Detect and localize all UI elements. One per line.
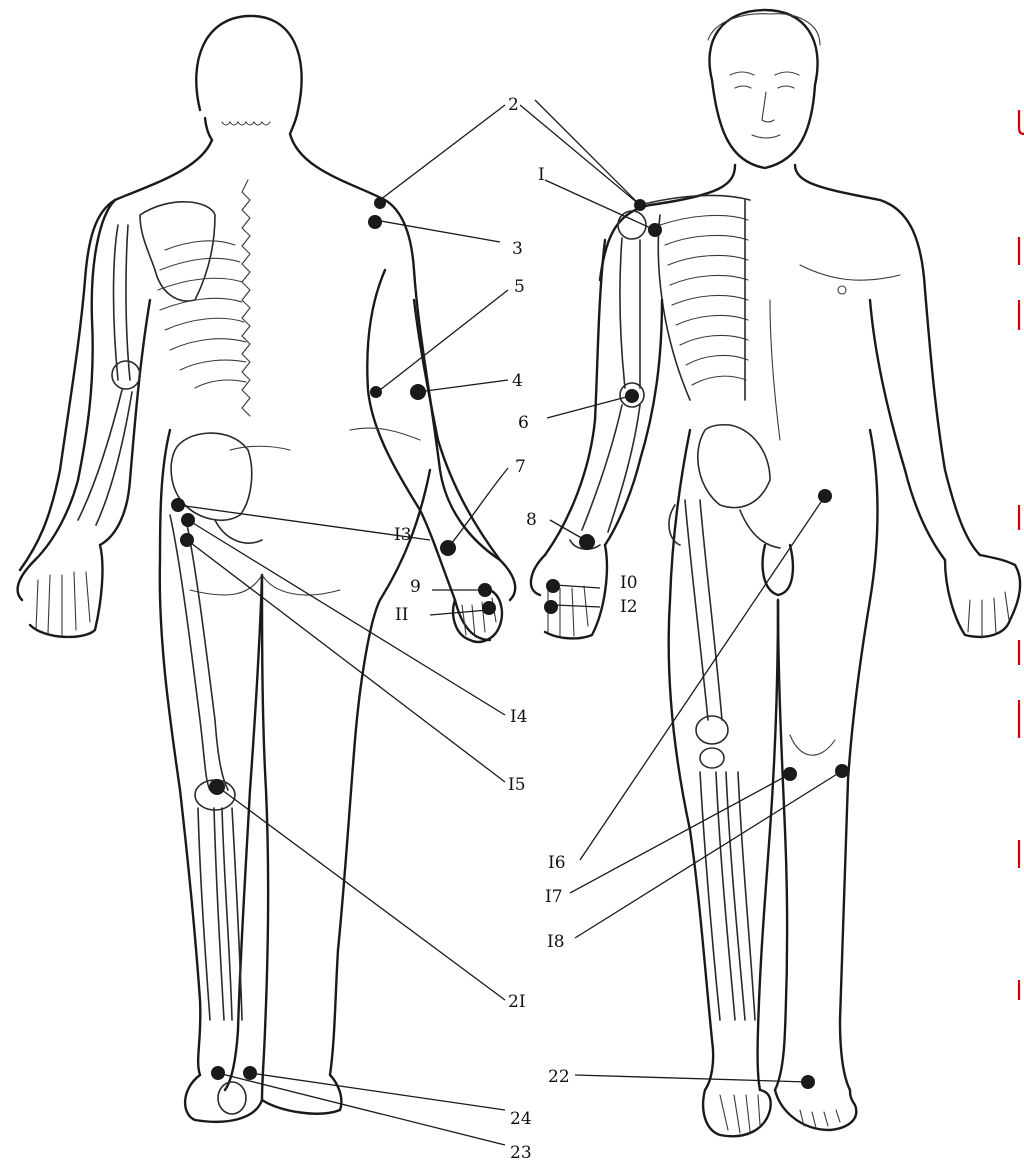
point-4 bbox=[410, 384, 426, 400]
point-9 bbox=[478, 583, 492, 597]
label-11: II bbox=[395, 605, 408, 625]
red-marker-1 bbox=[1019, 110, 1024, 134]
label-8: 8 bbox=[526, 510, 537, 530]
front-view-figure bbox=[531, 10, 1020, 1136]
point-13 bbox=[171, 498, 185, 512]
label-12: I2 bbox=[620, 597, 638, 617]
label-5: 5 bbox=[514, 277, 525, 297]
point-14 bbox=[181, 513, 195, 527]
label-17: I7 bbox=[545, 887, 563, 907]
point-1 bbox=[648, 223, 662, 237]
point-21 bbox=[209, 779, 225, 795]
acupoints bbox=[171, 197, 849, 1089]
label-13: I3 bbox=[394, 525, 412, 545]
point-2-back bbox=[374, 197, 386, 209]
point-2-front bbox=[634, 199, 646, 211]
point-12 bbox=[544, 600, 558, 614]
point-15 bbox=[180, 533, 194, 547]
red-markers bbox=[1019, 110, 1024, 1000]
point-7 bbox=[440, 540, 456, 556]
point-11 bbox=[482, 601, 496, 615]
label-10: I0 bbox=[620, 573, 638, 593]
label-6: 6 bbox=[518, 413, 529, 433]
point-10 bbox=[546, 579, 560, 593]
point-17 bbox=[783, 767, 797, 781]
point-6 bbox=[625, 389, 639, 403]
label-14: I4 bbox=[510, 707, 528, 727]
label-18: I8 bbox=[547, 932, 565, 952]
label-15: I5 bbox=[508, 775, 526, 795]
label-4: 4 bbox=[512, 371, 523, 391]
point-22 bbox=[801, 1075, 815, 1089]
label-3: 3 bbox=[512, 239, 523, 259]
point-23 bbox=[211, 1066, 225, 1080]
label-24: 24 bbox=[510, 1109, 532, 1129]
point-18 bbox=[835, 764, 849, 778]
label-23: 23 bbox=[510, 1143, 532, 1163]
label-2: 2 bbox=[508, 95, 519, 115]
point-16 bbox=[818, 489, 832, 503]
point-8 bbox=[579, 534, 595, 550]
label-7: 7 bbox=[515, 457, 526, 477]
point-24 bbox=[243, 1066, 257, 1080]
point-3 bbox=[368, 215, 382, 229]
point-5 bbox=[370, 386, 382, 398]
label-9: 9 bbox=[410, 577, 421, 597]
labels: 2 I 3 5 4 6 7 8 I3 9 II I0 I2 I4 I5 I6 I… bbox=[394, 95, 638, 1163]
label-1: I bbox=[538, 165, 545, 185]
label-16: I6 bbox=[548, 853, 566, 873]
label-21: 2I bbox=[508, 992, 526, 1012]
label-22: 22 bbox=[548, 1067, 570, 1087]
